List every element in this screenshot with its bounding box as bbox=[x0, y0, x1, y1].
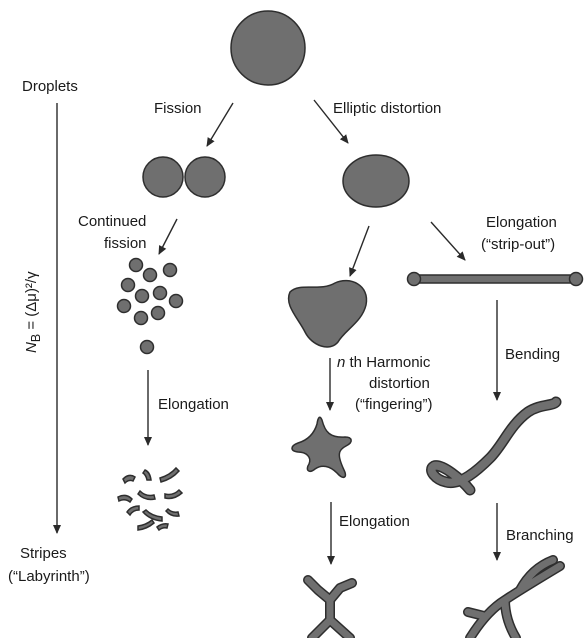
label-elongation-left: Elongation bbox=[158, 396, 229, 414]
branched-star bbox=[308, 580, 352, 638]
small-droplets-cluster bbox=[118, 259, 183, 354]
branched-network bbox=[468, 560, 560, 638]
label-droplets: Droplets bbox=[22, 78, 78, 96]
initial-droplet bbox=[231, 11, 305, 85]
label-elongation-strip: Elongation bbox=[486, 214, 557, 232]
label-continued-fission: fission bbox=[104, 235, 147, 253]
formula-subscript: B bbox=[29, 334, 43, 342]
label-nth-harmonic: n th Harmonic bbox=[337, 354, 430, 372]
elongated-strip bbox=[408, 273, 583, 286]
label-continued: Continued bbox=[78, 213, 146, 231]
arrow-harmonic bbox=[350, 226, 369, 276]
bent-strip bbox=[432, 402, 556, 490]
elliptic-droplet bbox=[343, 155, 409, 207]
fission-droplet-right bbox=[185, 157, 225, 197]
arrow-fission bbox=[207, 103, 233, 146]
label-distortion: distortion bbox=[369, 375, 430, 393]
fission-droplet-left bbox=[143, 157, 183, 197]
fingered-star bbox=[292, 417, 351, 477]
label-branching: Branching bbox=[506, 527, 574, 545]
arrow-continued-fission bbox=[159, 219, 177, 254]
label-elliptic-distortion: Elliptic distortion bbox=[333, 100, 441, 118]
bond-number-formula: NB = (Δμ)²/γ bbox=[23, 203, 43, 353]
label-strip-out: (“strip-out”) bbox=[481, 236, 555, 254]
label-fission: Fission bbox=[154, 100, 202, 118]
elongated-fragments bbox=[118, 468, 182, 530]
label-bending: Bending bbox=[505, 346, 560, 364]
label-elongation-mid: Elongation bbox=[339, 513, 410, 531]
label-stripes: Stripes bbox=[20, 545, 67, 563]
formula-n: N bbox=[23, 342, 40, 353]
arrow-strip-out bbox=[431, 222, 465, 260]
formula-rest: = (Δμ)²/γ bbox=[23, 271, 40, 333]
distorted-blob bbox=[289, 281, 367, 347]
label-fingering: (“fingering”) bbox=[355, 396, 433, 414]
label-harmonic-text: th Harmonic bbox=[345, 354, 430, 371]
label-labyrinth: (“Labyrinth”) bbox=[8, 568, 90, 586]
